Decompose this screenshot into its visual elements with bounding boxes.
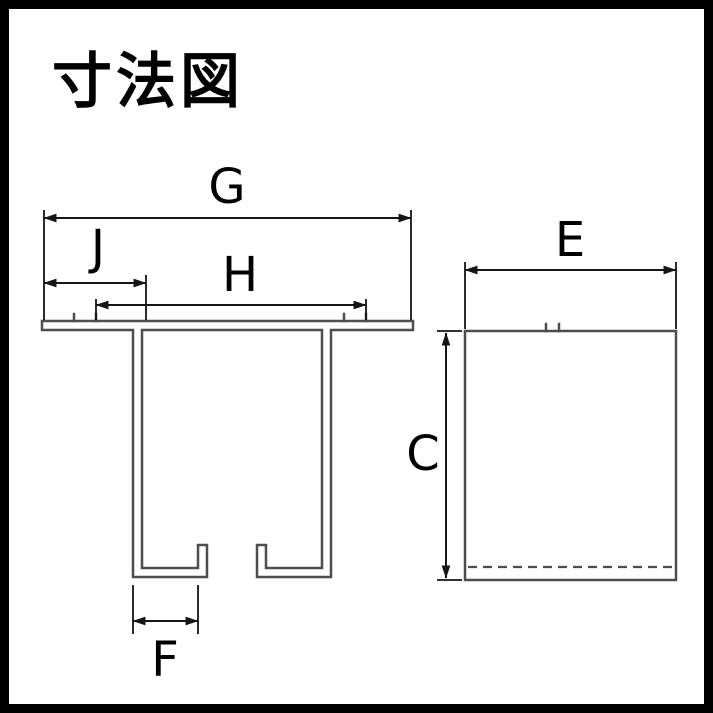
dimension-f-extension-lines	[132, 585, 199, 634]
rail-side-body	[463, 329, 678, 582]
dimension-c-extension-lines	[437, 330, 462, 581]
dimension-label-h: H	[222, 247, 258, 303]
side-tick-marks	[544, 322, 561, 333]
dimension-f: F	[132, 585, 199, 688]
page-title: 寸法図	[52, 48, 244, 115]
dimension-label-g: G	[208, 159, 245, 215]
dimension-e-extension-lines	[464, 262, 677, 329]
rail-profile-outline	[40, 319, 415, 579]
front-view: G J H F	[40, 159, 415, 688]
side-view: E C	[406, 212, 678, 582]
dimension-g-extension-lines	[43, 210, 412, 320]
dimension-label-e: E	[555, 212, 585, 268]
dimension-c: C	[406, 330, 462, 581]
dimension-label-f: F	[151, 632, 179, 688]
dimension-label-j: J	[88, 220, 105, 276]
dimension-e: E	[464, 212, 677, 329]
dimension-j: J	[43, 220, 147, 320]
dimension-label-c: C	[406, 426, 440, 482]
dimension-h: H	[95, 247, 367, 320]
dimension-g: G	[43, 159, 412, 320]
